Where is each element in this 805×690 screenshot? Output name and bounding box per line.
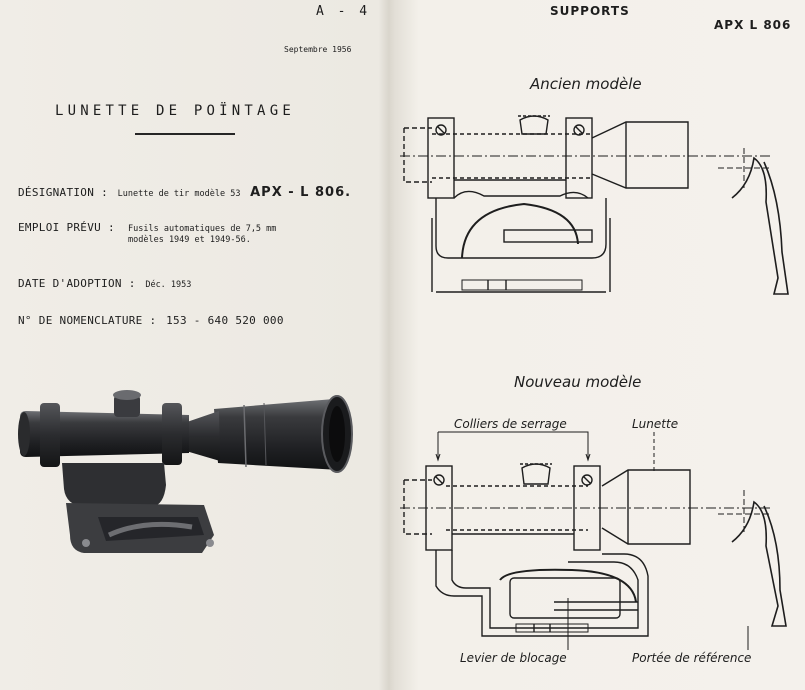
reference-code: APX L 806 bbox=[714, 18, 792, 32]
usage-line-2: modèles 1949 et 1949-56. bbox=[128, 235, 251, 245]
designation-text: Lunette de tir modèle 53 bbox=[117, 189, 241, 199]
label-reference-surface: Portée de référence bbox=[632, 651, 752, 665]
adoption-row: DATE D'ADOPTION : Déc. 1953 bbox=[18, 272, 191, 291]
title-underline bbox=[135, 133, 235, 135]
new-model-drawing bbox=[400, 431, 787, 650]
label-collars: Colliers de serrage bbox=[454, 417, 567, 431]
adoption-value: Déc. 1953 bbox=[145, 280, 192, 290]
old-model-title: Ancien modèle bbox=[530, 75, 642, 93]
usage-label: EMPLOI PRÉVU : bbox=[18, 221, 115, 234]
section-header: SUPPORTS bbox=[550, 4, 630, 18]
new-model-title: Nouveau modèle bbox=[514, 373, 642, 391]
left-page: A - 4 Septembre 1956 LUNETTE DE POÏNTAGE… bbox=[0, 0, 390, 690]
old-model-drawing bbox=[400, 115, 789, 295]
page-number: A - 4 bbox=[316, 4, 371, 19]
label-lever: Levier de blocage bbox=[460, 651, 567, 665]
document-date: Septembre 1956 bbox=[284, 45, 352, 54]
nomenclature-label: N° DE NOMENCLATURE : bbox=[18, 314, 157, 327]
nomenclature-value: 153 - 640 520 000 bbox=[166, 314, 284, 327]
scope-photo bbox=[18, 390, 353, 553]
document-title: LUNETTE DE POÏNTAGE bbox=[55, 103, 295, 119]
label-scope: Lunette bbox=[632, 417, 679, 431]
adoption-label: DATE D'ADOPTION : bbox=[18, 277, 136, 290]
designation-model: APX - L 806. bbox=[250, 185, 352, 200]
usage-line-1: Fusils automatiques de 7,5 mm bbox=[128, 224, 277, 234]
designation-row: DÉSIGNATION : Lunette de tir modèle 53 A… bbox=[18, 181, 351, 200]
nomenclature-row: N° DE NOMENCLATURE : 153 - 640 520 000 bbox=[18, 309, 284, 328]
designation-label: DÉSIGNATION : bbox=[18, 186, 108, 199]
right-page: SUPPORTS APX L 806 Ancien modèle bbox=[392, 0, 805, 690]
